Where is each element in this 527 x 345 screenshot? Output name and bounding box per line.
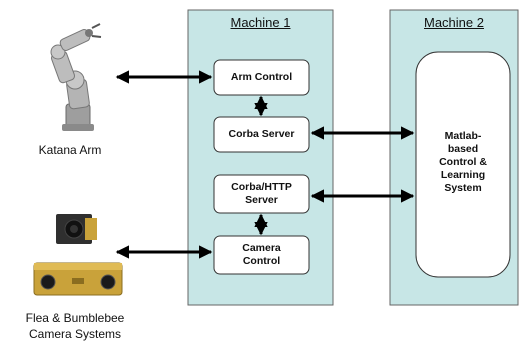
camera-control-label: Camera Control (214, 242, 309, 268)
arm-control-box (213, 59, 310, 96)
camera-caption-line-2: Camera Systems (28, 327, 122, 341)
matlab-line-3: Control & (439, 156, 487, 168)
corba-http-server-box (213, 174, 310, 214)
camera-control-box (213, 235, 310, 275)
matlab-line-4: Learning (440, 169, 486, 181)
corba-http-server-label: Corba/HTTP Server (214, 181, 309, 207)
camera-control-line-1: Camera (242, 242, 281, 254)
matlab-line-5: System (444, 182, 482, 194)
bumblebee-camera-icon (33, 262, 123, 296)
corba-http-server-line-2: Server (245, 194, 278, 206)
corba-server-label: Corba Server (228, 128, 295, 140)
camera-caption-line-1: Flea & Bumblebee (25, 311, 125, 325)
matlab-system-box (415, 51, 511, 278)
matlab-line-1: Matlab- (444, 130, 482, 142)
corba-server-box (213, 116, 310, 153)
machine-2-title: Machine 2 (424, 15, 484, 30)
camera-systems-caption: Flea & Bumblebee Camera Systems (0, 310, 150, 342)
katana-arm-icon (50, 23, 102, 131)
arm-control-label: Arm Control (230, 71, 293, 83)
machine-1-title: Machine 1 (230, 15, 291, 30)
matlab-system-label: Matlab- based Control & Learning System (416, 130, 510, 195)
matlab-line-2: based (447, 143, 479, 155)
flea-camera-icon (56, 214, 97, 244)
camera-control-line-2: Control (242, 255, 281, 267)
katana-arm-caption: Katana Arm (38, 143, 102, 157)
corba-http-server-line-1: Corba/HTTP (231, 181, 292, 193)
